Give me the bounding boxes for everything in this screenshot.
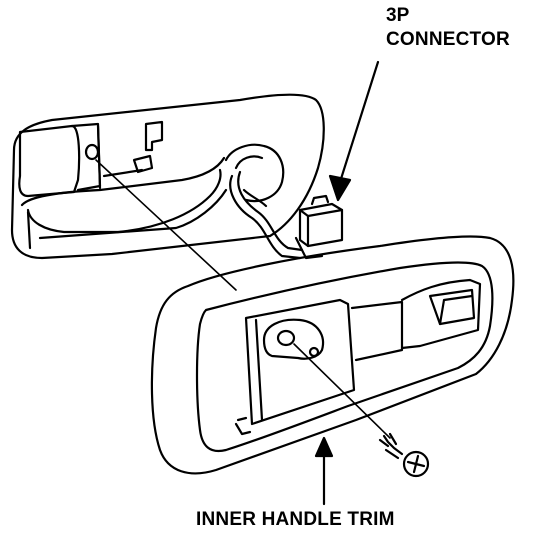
wire-harness [229, 170, 304, 260]
connector-arrow [328, 60, 380, 202]
leader-lines [95, 159, 391, 439]
connector-label-line1: 3P [386, 5, 410, 26]
trim-arrow [314, 436, 334, 506]
door-panel [10, 93, 325, 260]
3p-connector-icon [294, 194, 344, 260]
inner-handle-trim-label: INNER HANDLE TRIM [196, 509, 395, 530]
connector-label-line2: CONNECTOR [386, 29, 510, 50]
screw-icon [378, 432, 430, 478]
inner-handle-trim [150, 235, 515, 475]
